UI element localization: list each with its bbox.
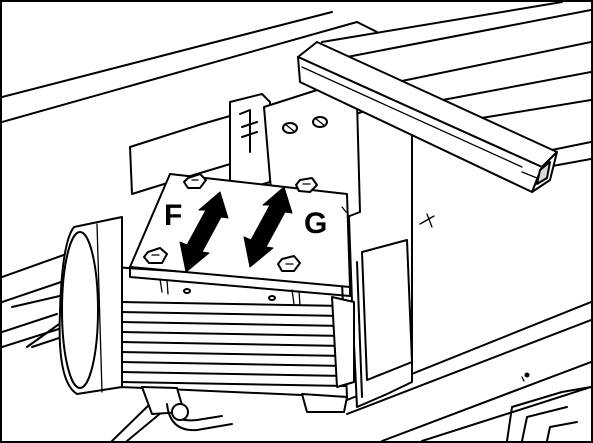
cooling-fins	[121, 301, 347, 387]
bolt-bottom-left	[143, 247, 168, 264]
bolt-top-left	[183, 173, 207, 189]
label-g: G	[304, 207, 327, 240]
bolt-bottom-right	[277, 255, 301, 272]
adjustment-arrow-f	[179, 191, 229, 273]
mounting-bracket	[129, 81, 435, 408]
crossbar-tube	[297, 41, 558, 193]
adjustment-arrow-g	[243, 186, 293, 268]
electric-motor	[58, 216, 355, 432]
bolt-top-right	[295, 177, 318, 193]
label-f: F	[164, 199, 182, 232]
